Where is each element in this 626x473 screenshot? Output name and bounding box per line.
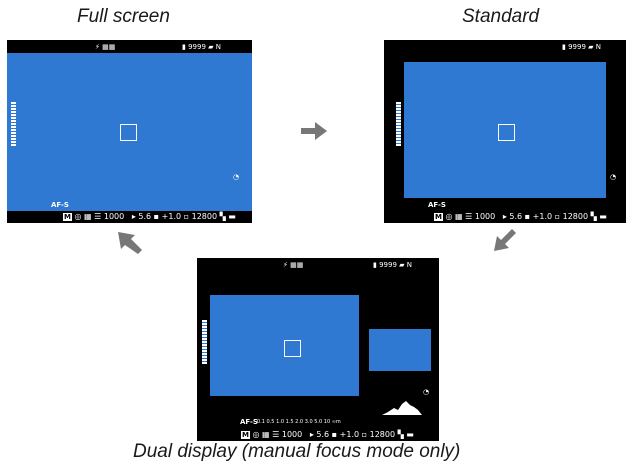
focus-frame <box>498 124 515 141</box>
live-view-area <box>7 53 252 211</box>
bottom-info-bar: M ◎ ▦ ☰ 1000 ▸ 5.6 ▪ +1.0 ▫ 12800 ▚ ▬ <box>434 212 607 221</box>
stabilizer-icon: ◔ <box>423 388 430 396</box>
caption-standard: Standard <box>462 6 540 27</box>
focus-frame <box>284 340 301 357</box>
up-left-arrow-icon <box>118 232 142 254</box>
focus-zoom-area <box>369 329 431 371</box>
exposure-scale <box>396 102 401 146</box>
exposure-scale <box>202 320 207 364</box>
focus-mode-indicator: AF-S <box>240 418 258 426</box>
focus-mode-indicator: AF-S <box>51 201 69 209</box>
top-status-icons: ⚡ ▦▦ <box>283 261 304 269</box>
stabilizer-icon: ◔ <box>233 173 240 181</box>
full-screen-display: ⚡ ▦▦ ▮ 9999 ▰ N ◔ AF-S M ◎ ▦ ☰ 1000 ▸ 5.… <box>7 40 252 223</box>
stabilizer-icon: ◔ <box>610 173 617 181</box>
right-arrow-icon <box>301 122 327 140</box>
shots-remaining: ▮ 9999 ▰ N <box>562 43 601 51</box>
bottom-info-bar: M ◎ ▦ ☰ 1000 ▸ 5.6 ▪ +1.0 ▫ 12800 ▚ ▬ <box>241 430 414 439</box>
live-view-area <box>404 62 606 198</box>
caption-dual-display: Dual display (manual focus mode only) <box>133 441 461 462</box>
focus-frame <box>120 124 137 141</box>
shots-remaining: ▮ 9999 ▰ N <box>373 261 412 269</box>
bottom-info-bar: M ◎ ▦ ☰ 1000 ▸ 5.6 ▪ +1.0 ▫ 12800 ▚ ▬ <box>63 212 236 221</box>
exposure-scale <box>11 102 16 146</box>
down-left-arrow-icon <box>494 229 516 251</box>
dual-display: ⚡ ▦▦ ▮ 9999 ▰ N ◔ AF-S 0.1 0.5 1.0 1.5 2… <box>197 258 439 441</box>
standard-display: ▮ 9999 ▰ N ◔ AF-S M ◎ ▦ ☰ 1000 ▸ 5.6 ▪ +… <box>384 40 626 223</box>
caption-full-screen: Full screen <box>77 6 170 27</box>
focus-distance-scale: 0.1 0.5 1.0 1.5 2.0 3.0 5.0 10 ∞m <box>257 419 341 425</box>
focus-mode-indicator: AF-S <box>428 201 446 209</box>
top-status-icons: ⚡ ▦▦ <box>95 43 116 51</box>
histogram-icon <box>382 401 422 415</box>
shots-remaining: ▮ 9999 ▰ N <box>182 43 221 51</box>
